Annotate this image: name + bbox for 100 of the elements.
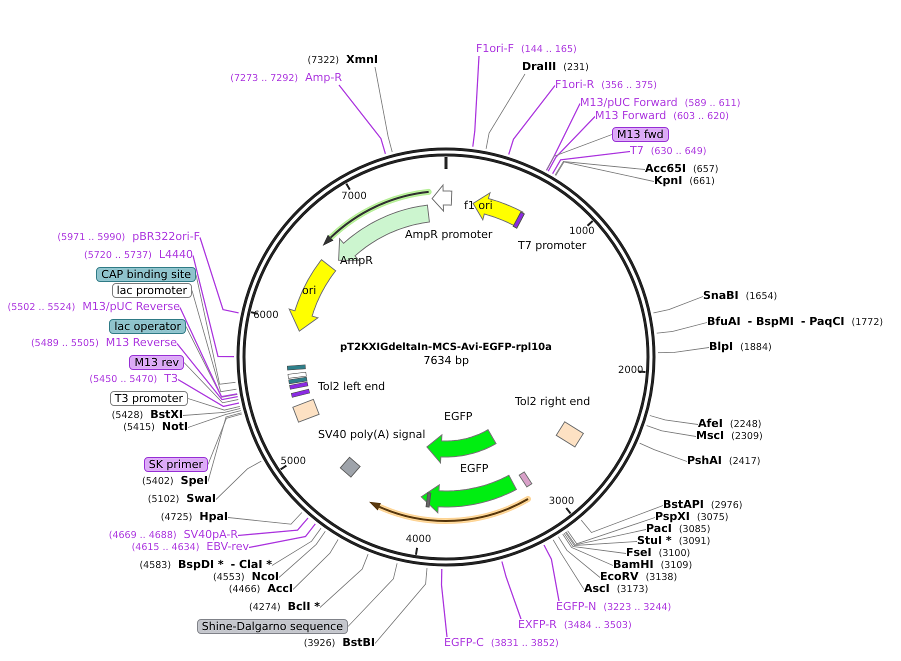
- enzyme-name: BlpI: [709, 341, 734, 353]
- feature-tag: M13 fwd: [612, 127, 669, 142]
- site-position: (4583): [139, 560, 172, 572]
- site-position: (4553): [213, 572, 245, 584]
- enzyme-name: SnaBI: [703, 290, 739, 302]
- leader-line: [248, 524, 316, 548]
- site-position: (3173): [616, 584, 648, 596]
- primer-name: M13 Forward: [595, 110, 666, 122]
- enzyme-name: HpaI: [199, 511, 228, 523]
- site-position: (3109): [660, 560, 692, 572]
- leader-line: [486, 74, 526, 150]
- leader-line: [440, 568, 448, 638]
- primer-range: (356 .. 375): [601, 80, 658, 92]
- leader-line: [176, 343, 238, 400]
- feature-label: f1 ori: [464, 200, 493, 212]
- leader-line: [562, 534, 614, 566]
- leader-line: [546, 103, 581, 171]
- enzyme-name: - PaqCI: [800, 316, 844, 328]
- tick-label: 5000: [280, 456, 306, 467]
- leader-line: [188, 410, 242, 428]
- primer-name: Amp-R: [305, 72, 342, 84]
- leader-line: [555, 161, 654, 182]
- primer-range: (5502 .. 5524): [8, 302, 76, 314]
- primer-name: T3: [164, 373, 178, 385]
- primer-range: (144 .. 165): [520, 44, 577, 56]
- primer-range: (5720 .. 5737): [84, 250, 152, 262]
- leader-line: [216, 460, 262, 500]
- enzyme-name: AccI: [267, 583, 293, 595]
- leader-line: [552, 150, 630, 174]
- enzyme-name: KpnI: [654, 175, 682, 187]
- leader-line: [238, 518, 308, 536]
- plasmid-name: pT2KXIGdeltaIn-MCS-Avi-EGFP-rpl10a: [340, 342, 552, 352]
- leader-line: [374, 66, 393, 152]
- site-position: (5428): [112, 410, 144, 422]
- tick-label: 1000: [569, 226, 595, 237]
- leader-line: [184, 362, 239, 404]
- enzyme-name: BamHI: [613, 559, 654, 571]
- enzyme-name: - ClaI *: [230, 559, 272, 571]
- enzyme-name: EcoRV: [600, 571, 639, 583]
- site-position: (2309): [731, 431, 763, 443]
- site-position: (1772): [851, 317, 884, 329]
- primer-name: F1ori-R: [555, 79, 594, 91]
- leader-line: [501, 561, 522, 620]
- site-position: (4725): [160, 512, 192, 524]
- leader-line: [567, 517, 656, 544]
- primer-range: (630 .. 649): [650, 146, 706, 158]
- leader-line: [552, 539, 584, 590]
- leader-line: [338, 84, 386, 154]
- leader-line: [564, 532, 638, 546]
- enzyme-name: SwaI: [186, 493, 216, 505]
- leader-line: [580, 505, 664, 534]
- enzyme-name: StuI *: [637, 535, 672, 547]
- feature-label: AmpR promoter: [405, 229, 492, 241]
- site-position: (3138): [646, 572, 678, 584]
- leader-line: [658, 347, 710, 354]
- leader-line: [374, 568, 428, 644]
- primer-name: M13 Reverse: [106, 337, 177, 349]
- site-position: (1884): [740, 342, 772, 354]
- site-position: (5402): [142, 476, 174, 488]
- leader-line: [188, 398, 240, 411]
- primer-name: SV40pA-R: [184, 529, 238, 541]
- tick-label: 3000: [548, 496, 574, 508]
- enzyme-name: AfeI: [698, 418, 723, 430]
- leader-line: [292, 539, 339, 590]
- enzyme-name: Acc65I: [645, 163, 686, 175]
- primer-range: (5450 .. 5470): [89, 374, 158, 386]
- feature-tag: T3 promoter: [110, 391, 188, 406]
- site-position: (5102): [148, 494, 180, 506]
- feature-tag: M13 rev: [129, 355, 184, 370]
- site-position: (3100): [658, 548, 690, 560]
- primer-name: M13/pUC Reverse: [82, 301, 180, 313]
- leader-line: [646, 425, 696, 437]
- enzyme-name: BspDI *: [178, 559, 224, 571]
- leader-line: [566, 529, 646, 546]
- enzyme-name: NcoI: [252, 571, 279, 583]
- feature-tag: CAP binding site: [96, 267, 196, 282]
- leader-line: [320, 554, 369, 608]
- leader-line: [192, 290, 237, 392]
- leader-line: [178, 378, 240, 408]
- tick-label: 4000: [406, 534, 432, 546]
- feature-label: AmpR: [340, 255, 373, 267]
- primer-range: (4669 .. 4688): [108, 530, 177, 542]
- feature-tag: Shine-Dalgarno sequence: [196, 619, 348, 634]
- feature-label: EGFP: [460, 463, 488, 475]
- primer-name: T7: [630, 145, 644, 157]
- primer-range: (5971 .. 5990): [57, 232, 126, 244]
- feature-tag: lac operator: [109, 319, 186, 334]
- leader-line: [649, 415, 698, 425]
- enzyme-name: - BspMI: [748, 316, 794, 328]
- leader-line: [554, 161, 646, 176]
- enzyme-name: FseI: [626, 547, 652, 559]
- tick-label: 7000: [341, 191, 367, 202]
- enzyme-name: PspXI: [655, 511, 690, 523]
- tick-label: 2000: [618, 365, 644, 376]
- enzyme-name: AscI: [584, 583, 610, 595]
- leader-line: [228, 512, 302, 525]
- enzyme-name: BfuAI: [707, 316, 741, 328]
- primer-range: (3484 .. 3503): [564, 620, 632, 632]
- leader-line: [558, 536, 600, 578]
- feature-tag: SK primer: [144, 457, 208, 472]
